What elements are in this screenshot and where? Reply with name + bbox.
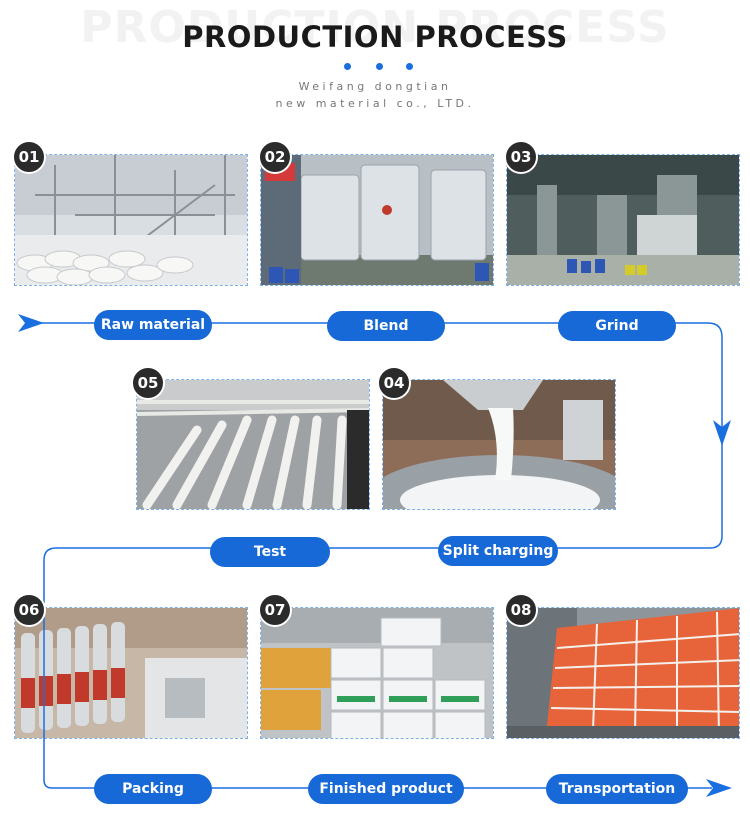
step-badge-03: 03 [504,140,538,174]
photo-blend [260,154,494,286]
dot-icon [406,63,413,70]
dot-icon [344,63,351,70]
step-badge-07: 07 [258,593,292,627]
arrow-right-icon [18,314,44,332]
step-label-finished-product: Finished product [308,774,464,804]
company-name-line1: Weifang dongtian [298,80,452,93]
step-label-blend: Blend [327,311,445,341]
arrow-right-icon [706,779,732,797]
title-dots [344,63,414,71]
page-title: PRODUCTION PROCESS [182,20,568,54]
step-badge-04: 04 [377,366,411,400]
photo-split-charging [382,379,616,510]
step-badge-06: 06 [12,593,46,627]
dot-icon [376,63,383,70]
step-label-packing: Packing [94,774,212,804]
company-name-line2: new material co., LTD. [275,97,475,110]
step-badge-01: 01 [12,140,46,174]
step-badge-08: 08 [504,593,538,627]
photo-grind [506,154,740,286]
step-badge-05: 05 [131,366,165,400]
photo-test [136,379,370,510]
step-badge-02: 02 [258,140,292,174]
step-label-test: Test [210,537,330,567]
photo-transportation [506,607,740,739]
photo-packing [14,607,248,739]
ghost-title: PRODUCTION PROCESS [80,2,670,53]
step-label-transportation: Transportation [546,774,688,804]
photo-raw-material [14,154,248,286]
arrow-down-icon [713,420,731,446]
step-label-raw-material: Raw material [94,310,212,340]
step-label-grind: Grind [558,311,676,341]
photo-finished-product [260,607,494,739]
step-label-split-charging: Split charging [438,536,558,566]
